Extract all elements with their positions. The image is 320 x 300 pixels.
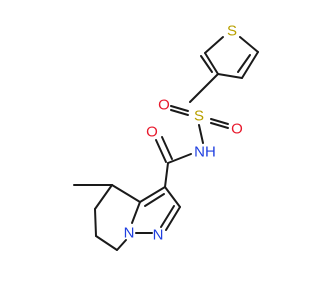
bond [131, 201, 141, 224]
atom-label-nh: NH [194, 144, 216, 161]
bond [164, 162, 169, 188]
atom-label-n-bridgehead: N [124, 225, 135, 242]
atom-labels: S S O O O NH N N [124, 23, 243, 244]
bond [94, 184, 113, 210]
bond [167, 153, 192, 164]
bond [239, 36, 259, 53]
molecule-drawing: S S O O O NH N N [73, 23, 259, 251]
atom-label-o-sulfonyl-left: O [158, 97, 170, 114]
bond [155, 139, 167, 163]
bond [165, 206, 181, 231]
atom-label-s-thiophene: S [227, 23, 237, 40]
atom-label-o-carbonyl: O [146, 124, 158, 141]
bond [200, 55, 213, 73]
atom-label-o-sulfonyl-right: O [231, 121, 243, 138]
bond [210, 118, 229, 125]
bond [204, 36, 224, 54]
bond [204, 52, 219, 75]
bond [170, 105, 189, 112]
atom-label-n-pyrazole: N [153, 227, 164, 244]
bond [198, 124, 204, 144]
bond [164, 186, 181, 208]
bond [170, 109, 189, 116]
bond [116, 239, 127, 251]
structure-diagram: S S O O O NH N N [73, 23, 259, 251]
bond [94, 208, 97, 237]
bond [189, 73, 219, 103]
bond [237, 54, 251, 73]
bond [210, 122, 229, 129]
bond [217, 73, 243, 79]
bond [161, 136, 173, 160]
bond [139, 186, 166, 203]
bond [144, 193, 165, 207]
bond [111, 184, 141, 203]
bond [241, 51, 259, 79]
bonds [73, 36, 259, 251]
bond [160, 205, 175, 228]
atom-label-s-sulfonyl: S [194, 108, 204, 125]
bond [95, 235, 118, 251]
